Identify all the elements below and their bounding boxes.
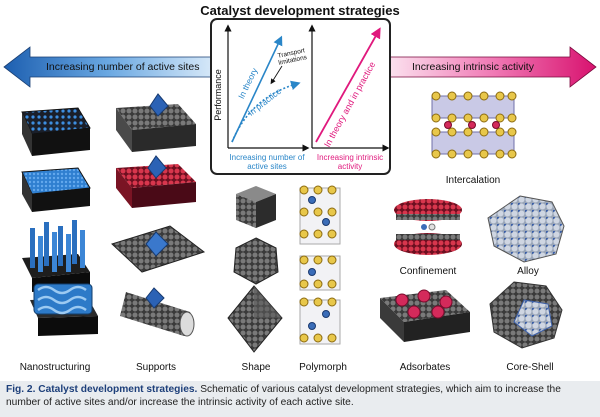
supports-graphene-sheet-illustration (111, 225, 206, 273)
label-confinement: Confinement (399, 266, 457, 277)
label-alloy: Alloy (517, 266, 539, 277)
polymorph-column-illustration (299, 185, 341, 345)
shape-rhombic-illustration (233, 237, 279, 285)
caption-heading: Fig. 2. Catalyst development strategies. (6, 384, 198, 395)
transport-pointer (270, 65, 283, 85)
label-nanostructuring: Nanostructuring (19, 362, 91, 373)
nanostructuring-film-illustration (21, 167, 91, 212)
supports-slab-gray-illustration (116, 93, 196, 152)
right-arrow-label: Increasing intrinsic activity (412, 61, 534, 73)
label-adsorbates: Adsorbates (399, 362, 451, 373)
performance-graph-box (210, 18, 391, 175)
supports-nanotube-illustration (120, 287, 195, 337)
label-intercalation: Intercalation (445, 175, 501, 186)
performance-graphs (224, 24, 390, 152)
shape-octahedron-illustration (227, 285, 283, 353)
left-x-axis-label: Increasing number of active sites (229, 153, 305, 171)
adsorbates-illustration (380, 289, 470, 342)
caption-background (0, 381, 600, 417)
nanostructuring-dots-illustration (21, 107, 91, 156)
shape-cube-illustration (236, 186, 276, 228)
nanostructuring-network-illustration (30, 283, 98, 336)
arrows-graphic (3, 46, 597, 88)
core-shell-illustration (489, 281, 563, 349)
label-shape: Shape (241, 362, 271, 373)
theory-practice-line (315, 27, 381, 143)
practice-curve (231, 80, 301, 143)
label-core-shell: Core-Shell (506, 362, 554, 373)
supports-slab-red-illustration (116, 155, 196, 208)
illustrations (21, 91, 565, 353)
right-arrow (389, 46, 597, 88)
theory-line (231, 35, 283, 143)
intercalation-illustration (431, 91, 517, 159)
label-polymorph: Polymorph (299, 362, 347, 373)
left-arrow-label: Increasing number of active sites (46, 61, 200, 73)
nanostructuring-pillars-illustration (22, 220, 90, 292)
right-x-axis-label: Increasing intrinsic activity (316, 153, 384, 171)
polymorph-metal-atoms (308, 196, 330, 330)
alloy-illustration (487, 195, 565, 263)
label-supports: Supports (135, 362, 177, 373)
confinement-illustration (394, 199, 462, 255)
figure-title: Catalyst development strategies (200, 3, 400, 18)
figure-caption: Fig. 2. Catalyst development strategies.… (6, 383, 594, 409)
caption-body: Schematic of various catalyst developmen… (6, 384, 561, 408)
